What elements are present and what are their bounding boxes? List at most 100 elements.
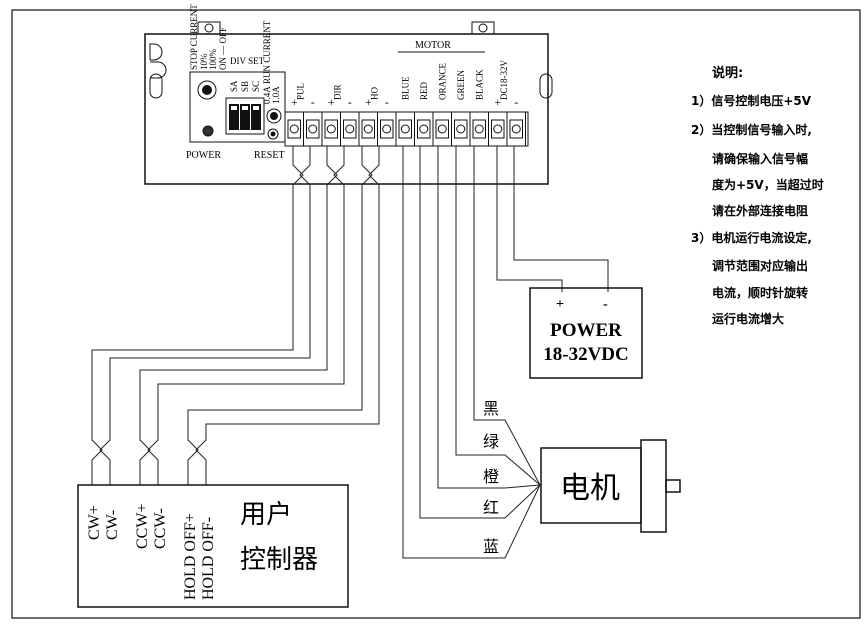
- terminal-sign: -: [348, 95, 352, 109]
- wire-power-plus: [496, 146, 563, 292]
- terminal-screw-head-icon: [289, 124, 299, 134]
- wire-hold-plus: [187, 146, 373, 485]
- controller-title-line1: 用户: [240, 500, 292, 530]
- wire-green: [455, 146, 541, 486]
- run-current-knob-icon[interactable]: [266, 108, 282, 124]
- terminal-label: RED: [419, 81, 429, 100]
- pin-cw-minus: CW-: [104, 510, 121, 540]
- terminal-screw-head-icon: [437, 124, 447, 134]
- controller-box: [77, 484, 349, 608]
- power-line2: 18-32VDC: [543, 344, 629, 365]
- power-supply: + - POWER 18-32VDC: [529, 287, 643, 379]
- pin-ccw-minus: CCW-: [152, 508, 169, 549]
- mount-slot-left: [149, 73, 163, 99]
- motor-wire-label-black: 黑: [483, 399, 499, 418]
- terminal-screw-head-icon: [511, 124, 521, 134]
- terminal-label: DIR: [332, 85, 342, 101]
- terminal-label: BLACK: [474, 69, 484, 100]
- terminal-label: ORANCE: [437, 62, 447, 100]
- wire-red: [419, 146, 541, 519]
- sb-label: SB: [240, 81, 250, 92]
- motor-shaft: [665, 479, 681, 493]
- wire-power-minus: [513, 146, 609, 292]
- terminal-sign: +: [365, 95, 372, 109]
- note-line: 3）电机运行电流设定,: [691, 230, 812, 245]
- terminal-sign: -: [514, 95, 518, 109]
- motor-wire-label-green: 绿: [483, 432, 499, 451]
- terminal-screw-icon: [491, 119, 505, 139]
- controller-title-line2: 控制器: [240, 545, 318, 575]
- dip-switch-sb[interactable]: [240, 104, 250, 130]
- terminal-screw-icon: [306, 119, 320, 139]
- dip-switch-block: [225, 97, 265, 135]
- pin-hold-off-minus: HOLD OFF-: [200, 517, 217, 600]
- reset-button-dot: [270, 131, 276, 137]
- terminal-screw-icon: [343, 119, 357, 139]
- wire-black: [473, 146, 541, 486]
- terminal-screw-head-icon: [493, 124, 503, 134]
- stop-10-label: 10%: [199, 53, 209, 70]
- terminal-label: PUL: [295, 83, 305, 100]
- dip-switch-sa[interactable]: [229, 104, 239, 130]
- terminal-screw-icon: [435, 119, 449, 139]
- terminal-screw-head-icon: [345, 124, 355, 134]
- dip-switch-knob: [231, 106, 237, 110]
- power-label: POWER: [186, 150, 221, 161]
- terminal-sign: +: [494, 95, 501, 109]
- reset-button[interactable]: [267, 128, 279, 140]
- terminal-screw-icon: [287, 119, 301, 139]
- terminal-screw-icon: [361, 119, 375, 139]
- pin-hold-off-plus: HOLD OFF+: [182, 513, 199, 600]
- sc-label: SC: [251, 81, 261, 92]
- knob-center-icon: [270, 112, 278, 120]
- note-line: 运行电流增大: [712, 311, 784, 326]
- terminal-sign: -: [385, 95, 389, 109]
- note-line: 调节范围对应输出: [712, 258, 808, 273]
- wire-cw-minus: [99, 146, 311, 485]
- stop-current-label: STOP CURRENT: [189, 4, 199, 70]
- wires: [91, 146, 609, 559]
- motor-group-label: MOTOR: [415, 40, 451, 51]
- power-led-icon: [202, 125, 214, 137]
- terminal-screw-icon: [454, 119, 468, 139]
- pin-ccw-plus: CCW+: [134, 504, 151, 549]
- wire-cw-plus: [91, 146, 304, 485]
- power-minus: -: [603, 297, 608, 312]
- note-line: 请在外部连接电阻: [712, 203, 808, 218]
- div-set-label: DIV SET: [230, 56, 265, 66]
- dip-switch-knob: [242, 106, 248, 110]
- wire-ccw-plus: [139, 146, 338, 485]
- knob-center-icon: [202, 85, 212, 95]
- wire-ccw-minus: [147, 146, 345, 485]
- terminal-screw-head-icon: [308, 124, 318, 134]
- wire-orange: [437, 146, 541, 489]
- motor-wire-label-blue: 蓝: [483, 537, 499, 556]
- terminal-screw-head-icon: [419, 124, 429, 134]
- terminal-screw-head-icon: [326, 124, 336, 134]
- terminal-label: GREEN: [456, 70, 466, 100]
- stop-current-knob-icon[interactable]: [197, 80, 217, 100]
- notes-heading: 说明:: [712, 65, 743, 81]
- terminal-screw-head-icon: [400, 124, 410, 134]
- outer-frame: [11, 9, 861, 619]
- note-line: 度为+5V，当超过时: [712, 177, 824, 192]
- note-line: 请确保输入信号幅: [712, 151, 808, 166]
- run-range-low: 0.4A: [262, 86, 272, 104]
- terminal-label: BLUE: [400, 76, 410, 100]
- terminal-screw-icon: [380, 119, 394, 139]
- terminal-block[interactable]: [506, 111, 526, 147]
- terminal-screw-icon: [472, 119, 486, 139]
- terminal-screw-icon: [509, 119, 523, 139]
- power-supply-box: [529, 287, 643, 379]
- dip-switch-sc[interactable]: [251, 104, 261, 130]
- note-line: 1）信号控制电压+5V: [691, 93, 812, 108]
- mount-ear-right: [471, 21, 495, 35]
- wire-blue: [402, 146, 541, 559]
- motor: 电机 黑 绿 橙 红 蓝: [483, 399, 681, 556]
- wire-hold-minus: [195, 146, 380, 485]
- mount-ear-left: [197, 21, 221, 35]
- user-controller: CW+ CW- CCW+ CCW- HOLD OFF+ HOLD OFF- 用户…: [77, 484, 349, 608]
- screw-icon: [204, 23, 214, 33]
- screw-icon: [478, 23, 488, 33]
- terminal-sign: +: [328, 95, 335, 109]
